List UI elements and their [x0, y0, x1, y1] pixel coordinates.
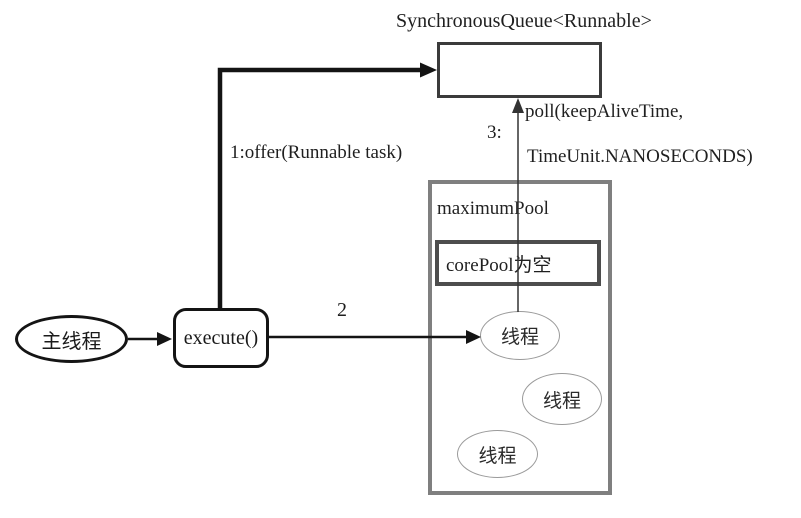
- step3-label: 3:: [487, 122, 502, 143]
- core-pool-label: corePool为空: [446, 254, 552, 276]
- thread-node-2: 线程: [522, 373, 602, 425]
- execute-node: execute(): [173, 308, 269, 368]
- queue-title: SynchronousQueue<Runnable>: [396, 10, 652, 32]
- thread-label: 线程: [542, 390, 581, 412]
- thread-label: 线程: [478, 445, 517, 467]
- thread-label: 线程: [500, 327, 539, 348]
- main-thread-node: 主线程: [15, 315, 128, 363]
- thread-node-3: 线程: [457, 430, 538, 478]
- offer-arrowhead: [420, 62, 437, 78]
- core-pool-box: corePool为空: [435, 240, 601, 286]
- poll-call-line2: TimeUnit.NANOSECONDS): [527, 146, 753, 167]
- poll-call-line1: poll(keepAliveTime,: [525, 101, 684, 122]
- execute-label: execute(): [183, 326, 259, 349]
- step3-arrowhead: [512, 98, 524, 113]
- thread-node-1: 线程: [480, 311, 560, 360]
- synchronous-queue-box: [437, 42, 602, 98]
- step1-offer-label: 1:offer(Runnable task): [230, 142, 403, 163]
- step2-label: 2: [337, 299, 347, 321]
- offer-arrow-line: [217, 67, 422, 310]
- main-to-execute-arrowhead: [157, 332, 172, 346]
- main-thread-label: 主线程: [41, 330, 102, 353]
- maximum-pool-label: maximumPool: [437, 198, 549, 219]
